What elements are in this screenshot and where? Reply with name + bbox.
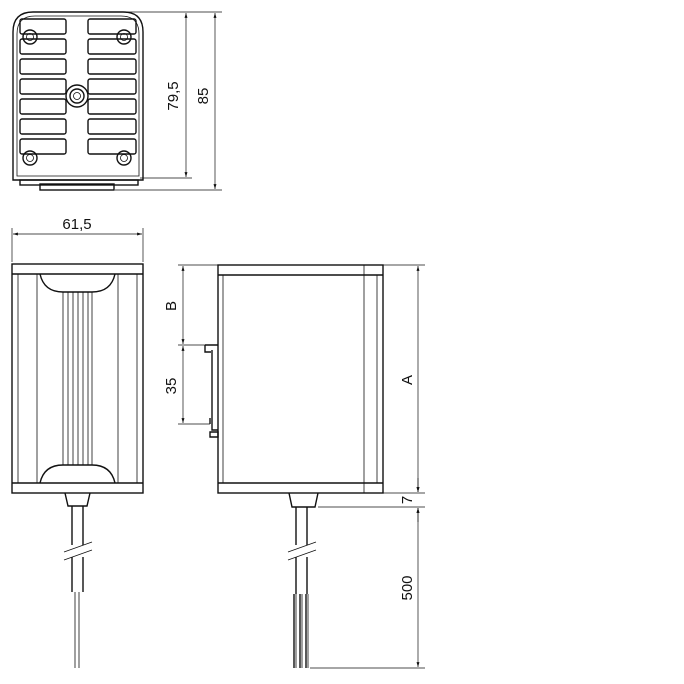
din-rail-clip-icon bbox=[204, 344, 219, 438]
heatsink-slat bbox=[87, 18, 137, 35]
heatsink-slat bbox=[19, 78, 67, 95]
dim-61-5: 61,5 bbox=[62, 216, 91, 233]
heatsink-slat bbox=[19, 138, 67, 155]
center-connector-icon bbox=[65, 84, 89, 108]
cable-icon bbox=[287, 507, 317, 668]
front-view: 61,5 bbox=[11, 216, 144, 668]
dim-79-5: 79,5 bbox=[165, 81, 182, 110]
heatsink-slat bbox=[87, 78, 137, 95]
heatsink-slat bbox=[19, 118, 67, 135]
heatsink-slat bbox=[19, 38, 67, 55]
heatsink-slat bbox=[87, 98, 137, 115]
cable-icon bbox=[63, 506, 93, 668]
dim-500: 500 bbox=[399, 575, 416, 600]
top-view: 79,5 85 bbox=[12, 11, 222, 191]
dim-35: 35 bbox=[163, 378, 180, 395]
heatsink-slat bbox=[87, 138, 137, 155]
side-view: B 35 A 7 500 bbox=[163, 264, 425, 669]
dim-B: B bbox=[163, 301, 180, 311]
screw-icon bbox=[22, 29, 132, 166]
heatsink-slat bbox=[87, 38, 137, 55]
heatsink-slat bbox=[19, 58, 67, 75]
heatsink-slat bbox=[19, 18, 67, 35]
heatsink-slat bbox=[87, 118, 137, 135]
dim-7: 7 bbox=[399, 496, 416, 504]
dim-85: 85 bbox=[195, 88, 212, 105]
heatsink-slat bbox=[87, 58, 137, 75]
heatsink-slat bbox=[19, 98, 67, 115]
dim-A: A bbox=[399, 375, 416, 385]
